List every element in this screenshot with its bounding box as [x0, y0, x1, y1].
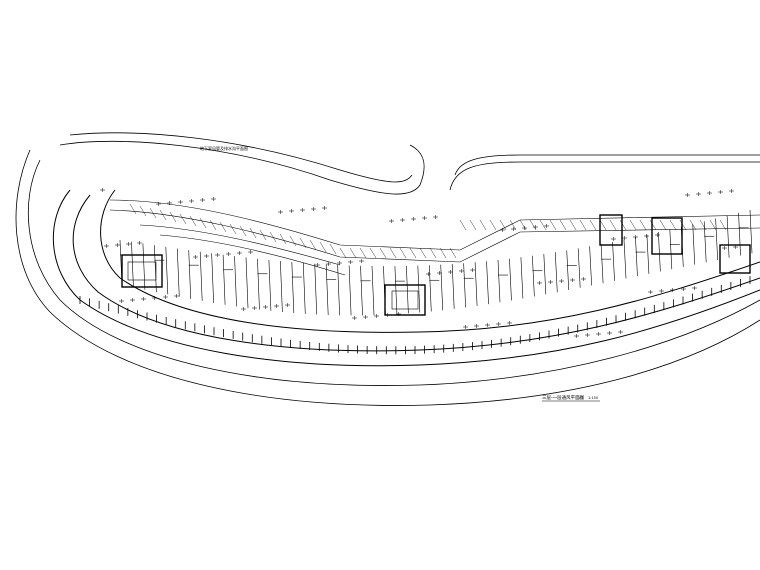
annotation-marks — [100, 188, 738, 338]
drawing-scale-ratio: 1:150 — [588, 396, 598, 400]
top-note: 地下室风管及排水沟平面图 — [200, 145, 248, 151]
duct-corridor-upper — [109, 199, 760, 276]
hatch-zone — [129, 203, 727, 259]
stair-cores — [121, 214, 751, 316]
drawing-title-block: 三层-一层通风平面图 1:1 1:150 — [542, 394, 600, 402]
room-partitions — [119, 209, 753, 316]
drawing-title: 三层-一层通风平面图 — [542, 394, 585, 401]
site-boundary — [15, 132, 760, 406]
drawing-scale: 1:1 — [578, 396, 584, 400]
facade-columns — [79, 276, 751, 355]
building-outline — [52, 189, 760, 367]
